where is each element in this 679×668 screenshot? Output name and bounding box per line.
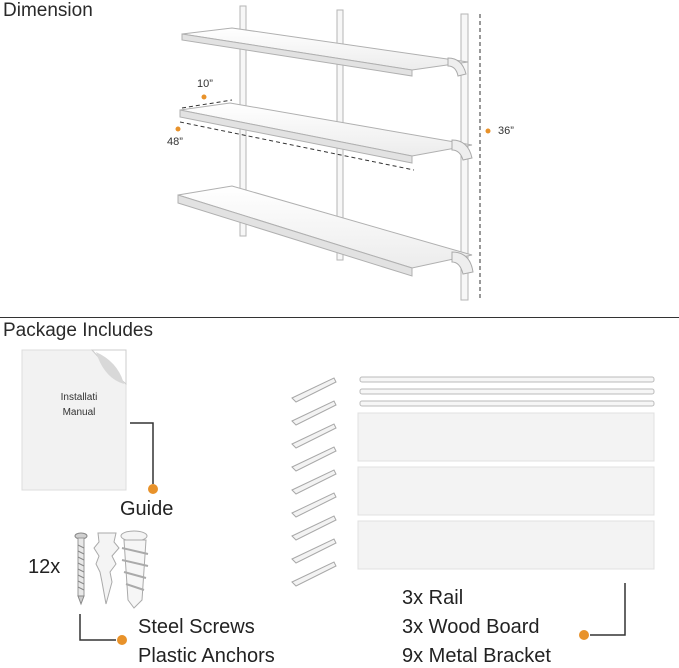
plastic-anchors-label: Plastic Anchors — [138, 645, 275, 667]
manual-title-line1: Installati — [60, 392, 98, 403]
dimension-title: Dimension — [3, 0, 93, 21]
rails-parts — [359, 376, 655, 407]
board-count-label: 3x Wood Board — [402, 616, 540, 638]
steel-screws-label: Steel Screws — [138, 616, 255, 638]
manual-title: Installati Manual — [44, 390, 114, 420]
screws-dot — [117, 635, 127, 645]
parts-dot — [579, 630, 589, 640]
dimension-dots — [175, 94, 491, 134]
manual-icon — [21, 349, 127, 491]
height-label: 36” — [498, 125, 514, 137]
depth-label: 10” — [197, 78, 213, 90]
dimension-lines — [179, 14, 481, 300]
guide-dot — [148, 484, 158, 494]
width-label: 48” — [167, 136, 183, 148]
screw-icon — [74, 532, 88, 606]
shelf-bottom — [177, 185, 474, 277]
self-drilling-anchor-icon — [120, 530, 149, 609]
screws-callout-line — [79, 614, 116, 641]
guide-callout-line — [130, 422, 154, 484]
hardware-quantity: 12x — [28, 556, 61, 578]
guide-label: Guide — [120, 498, 174, 520]
rail-count-label: 3x Rail — [402, 587, 464, 609]
package-title: Package Includes — [3, 320, 153, 341]
bracket-count-label: 9x Metal Bracket — [402, 645, 551, 667]
wood-boards — [357, 412, 655, 570]
shelf-top — [181, 27, 469, 77]
plastic-anchor-icon — [93, 532, 120, 605]
shelf-middle — [179, 102, 473, 164]
section-divider — [0, 317, 679, 318]
metal-brackets — [291, 377, 337, 587]
manual-title-line2: Manual — [62, 407, 96, 418]
parts-callout-line — [590, 583, 626, 636]
